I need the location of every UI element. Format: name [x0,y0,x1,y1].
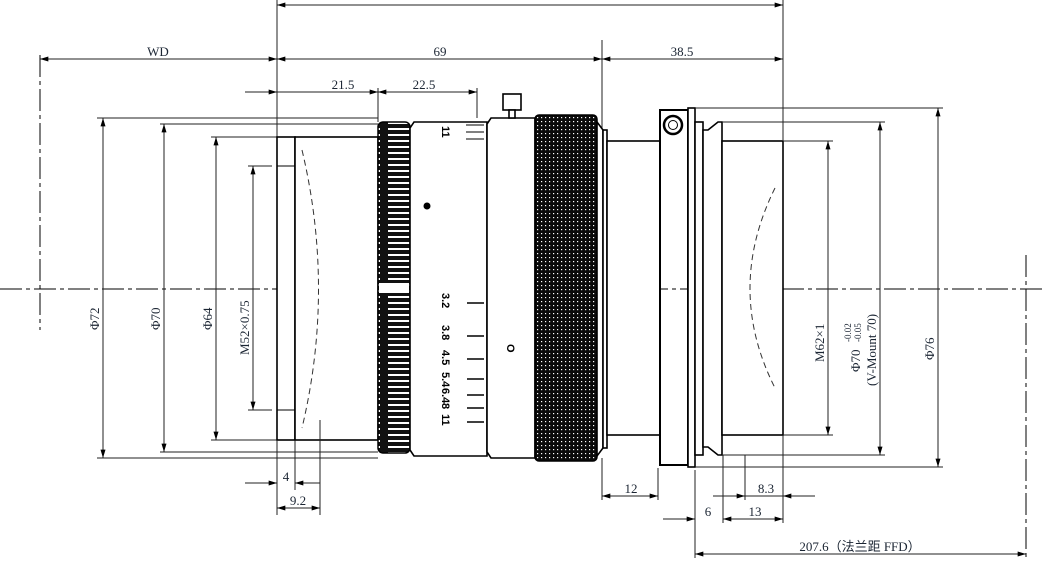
f-stop-5-4: 5.4 [439,372,451,388]
dim-21-5: 21.5 [332,77,355,92]
index-dot [423,202,431,210]
ffd-label: 207.6（法兰距 FFD） [799,539,920,554]
aperture-ring [486,117,536,459]
rear-mount-tube [721,140,784,436]
front-filter-ring [276,136,296,441]
bottom-dimensions [245,420,1026,558]
front-lens-surface [301,149,319,429]
dia-72-label: Φ72 [87,307,102,330]
dim-12: 12 [625,481,638,496]
rear-lens-surface [749,187,776,389]
aperture-scale: 11 3.2 3.8 4.5 5.4 6.4 8 11 O [439,126,516,426]
dia-76-label: Φ76 [922,337,937,360]
lens-body [276,93,784,468]
dim-9-2: 9.2 [290,493,306,508]
f-stop-4-5: 4.5 [439,350,451,365]
aperture-lever [502,93,522,111]
tolerance-upper: -0.02 [843,323,853,342]
front-tube [294,136,379,441]
mount-name-label: (V-Mount 70) [864,314,879,386]
f-stop-8: 8 [439,403,451,409]
rear-tube [606,140,661,436]
thread-front-label: M52×0.75 [237,300,252,355]
rear-diameter-dimensions [695,107,943,468]
main-knurled-ring [534,114,598,462]
f-stop-3-2: 3.2 [439,293,451,308]
dim-22-5: 22.5 [413,77,436,92]
wd-label: WD [147,44,169,59]
focus-mark: O [504,344,516,353]
dim-13: 13 [749,504,762,519]
dim-4: 4 [283,469,290,484]
dim-69: 69 [434,44,447,59]
dia-70-front-label: Φ70 [148,307,163,330]
dia-70-mount-label: Φ70 [848,349,863,372]
f-stop-6-4: 6.4 [439,388,451,404]
tolerance-lower: -0.05 [853,323,863,342]
f-stop-11: 11 [439,414,451,426]
dim-38-5: 38.5 [671,44,694,59]
thread-rear-label: M62×1 [812,324,827,362]
top-dimensions [40,0,784,140]
aperture-scale-top-value: 11 [439,126,451,138]
mount-flange [659,109,689,466]
dia-64-label: Φ64 [200,307,215,330]
mount-screw-icon [662,114,684,136]
front-diameter-dimensions [97,117,378,459]
dim-8-3: 8.3 [758,481,774,496]
f-stop-3-8: 3.8 [439,325,451,340]
dim-6: 6 [705,504,712,519]
